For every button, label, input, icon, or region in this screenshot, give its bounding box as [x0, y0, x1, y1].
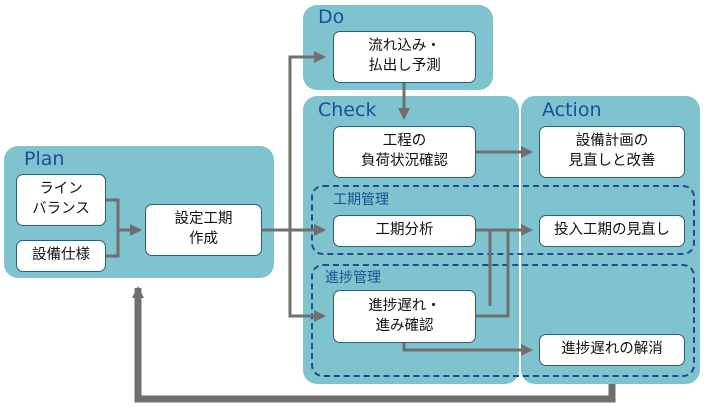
equipment-plan-review-label: 設備計画の 見直しと改善 [568, 133, 656, 169]
delay-check-label: 進捗遅れ・ 進み確認 [368, 297, 441, 334]
line-balance-node: ライン バランス [16, 174, 106, 226]
input-schedule-review-label: 投入工期の見直し [554, 222, 670, 239]
schedule-analysis-label: 工期分析 [375, 222, 434, 239]
action-title: Action [542, 99, 602, 121]
delay-check-node: 進捗遅れ・ 進み確認 [333, 290, 476, 343]
set-schedule-label: 設定工期 作成 [174, 211, 233, 247]
equipment-plan-review-node: 設備計画の 見直しと改善 [539, 126, 685, 178]
line-balance-label: ライン バランス [32, 181, 90, 217]
load-check-label: 工程の 負荷状況確認 [361, 133, 448, 169]
progress-management-label: 進捗管理 [325, 270, 381, 286]
check-title: Check [318, 99, 377, 121]
plan-title: Plan [24, 148, 65, 170]
do-title: Do [318, 6, 345, 28]
delay-resolution-label: 進捗遅れの解消 [561, 341, 663, 358]
inflow-forecast-node: 流れ込み・ 払出し予測 [333, 31, 476, 83]
equipment-spec-label: 設備仕様 [32, 247, 90, 264]
delay-resolution-node: 進捗遅れの解消 [539, 334, 685, 366]
equipment-spec-node: 設備仕様 [16, 240, 106, 272]
input-schedule-review-node: 投入工期の見直し [539, 215, 685, 247]
load-check-node: 工程の 負荷状況確認 [333, 126, 476, 178]
schedule-analysis-node: 工期分析 [333, 215, 476, 247]
set-schedule-node: 設定工期 作成 [145, 204, 262, 256]
inflow-forecast-label: 流れ込み・ 払出し予測 [368, 38, 441, 74]
schedule-management-label: 工期管理 [333, 192, 389, 208]
